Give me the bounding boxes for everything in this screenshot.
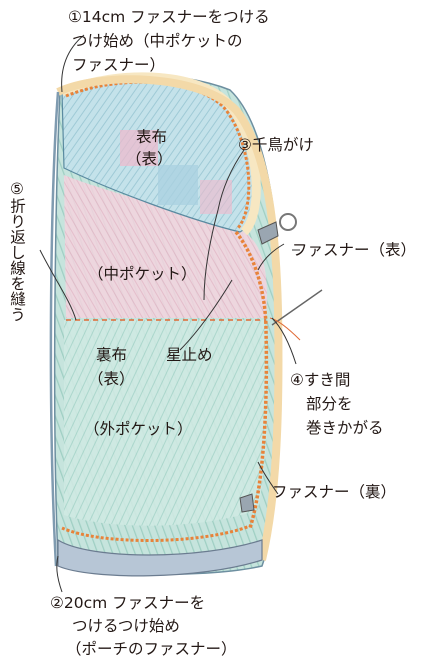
needle [271, 289, 323, 326]
leader-lines [39, 34, 300, 593]
zipper-back-label: ファスナー（裏） [272, 483, 397, 501]
lining-label: 裏布 [96, 346, 128, 364]
fabric-patch-pink2 [200, 180, 232, 214]
outer-zipper-teeth [234, 230, 269, 529]
zipper-front-label: ファスナー（表） [292, 241, 417, 259]
inner-pocket-area [64, 175, 267, 318]
outer-fabric-label: 表布 [136, 128, 168, 146]
step2-label-line2: つけるつけ始め [72, 617, 180, 635]
outer-pocket-label: （外ポケット） [84, 420, 193, 438]
step1-label-line2: つけ始め（中ポケットの [72, 32, 243, 50]
left-fold-edge [49, 91, 60, 567]
fabric-patch-pink [120, 130, 158, 166]
outer-fabric-side-label: （表） [126, 150, 173, 168]
step5-vertical-label: ⑤折り返し線を縫う [8, 180, 26, 322]
outer-zipper-tape [56, 75, 283, 561]
step2-label-line3: （ポーチのファスナー） [66, 640, 237, 658]
step4-label-line2: 部分を [306, 395, 353, 413]
step1-label-line3: ファスナー） [72, 56, 166, 74]
bottom-zipper-band [57, 538, 263, 577]
step2-label-line1: ②20cm ファスナーを [50, 594, 206, 612]
step4-label-line1: ④すき間 [290, 371, 351, 389]
bottom-zipper-teeth [61, 524, 251, 542]
star-stitch-label: 星止め [166, 346, 213, 364]
step1-label-line1: ①14cm ファスナーをつける [68, 8, 270, 26]
step4-label-line3: 巻きかがる [306, 419, 384, 437]
outer-pocket-area [64, 320, 268, 526]
zipper-slider-top [257, 221, 279, 245]
fabric-patch-blue [158, 165, 198, 205]
lining-side-label: （表） [88, 370, 135, 388]
zipper-pull-top [279, 213, 297, 231]
zipper-slider-bottom [239, 493, 255, 513]
step3-label: ③千鳥がけ [238, 136, 314, 154]
inner-pocket-label: （中ポケット） [88, 265, 197, 283]
